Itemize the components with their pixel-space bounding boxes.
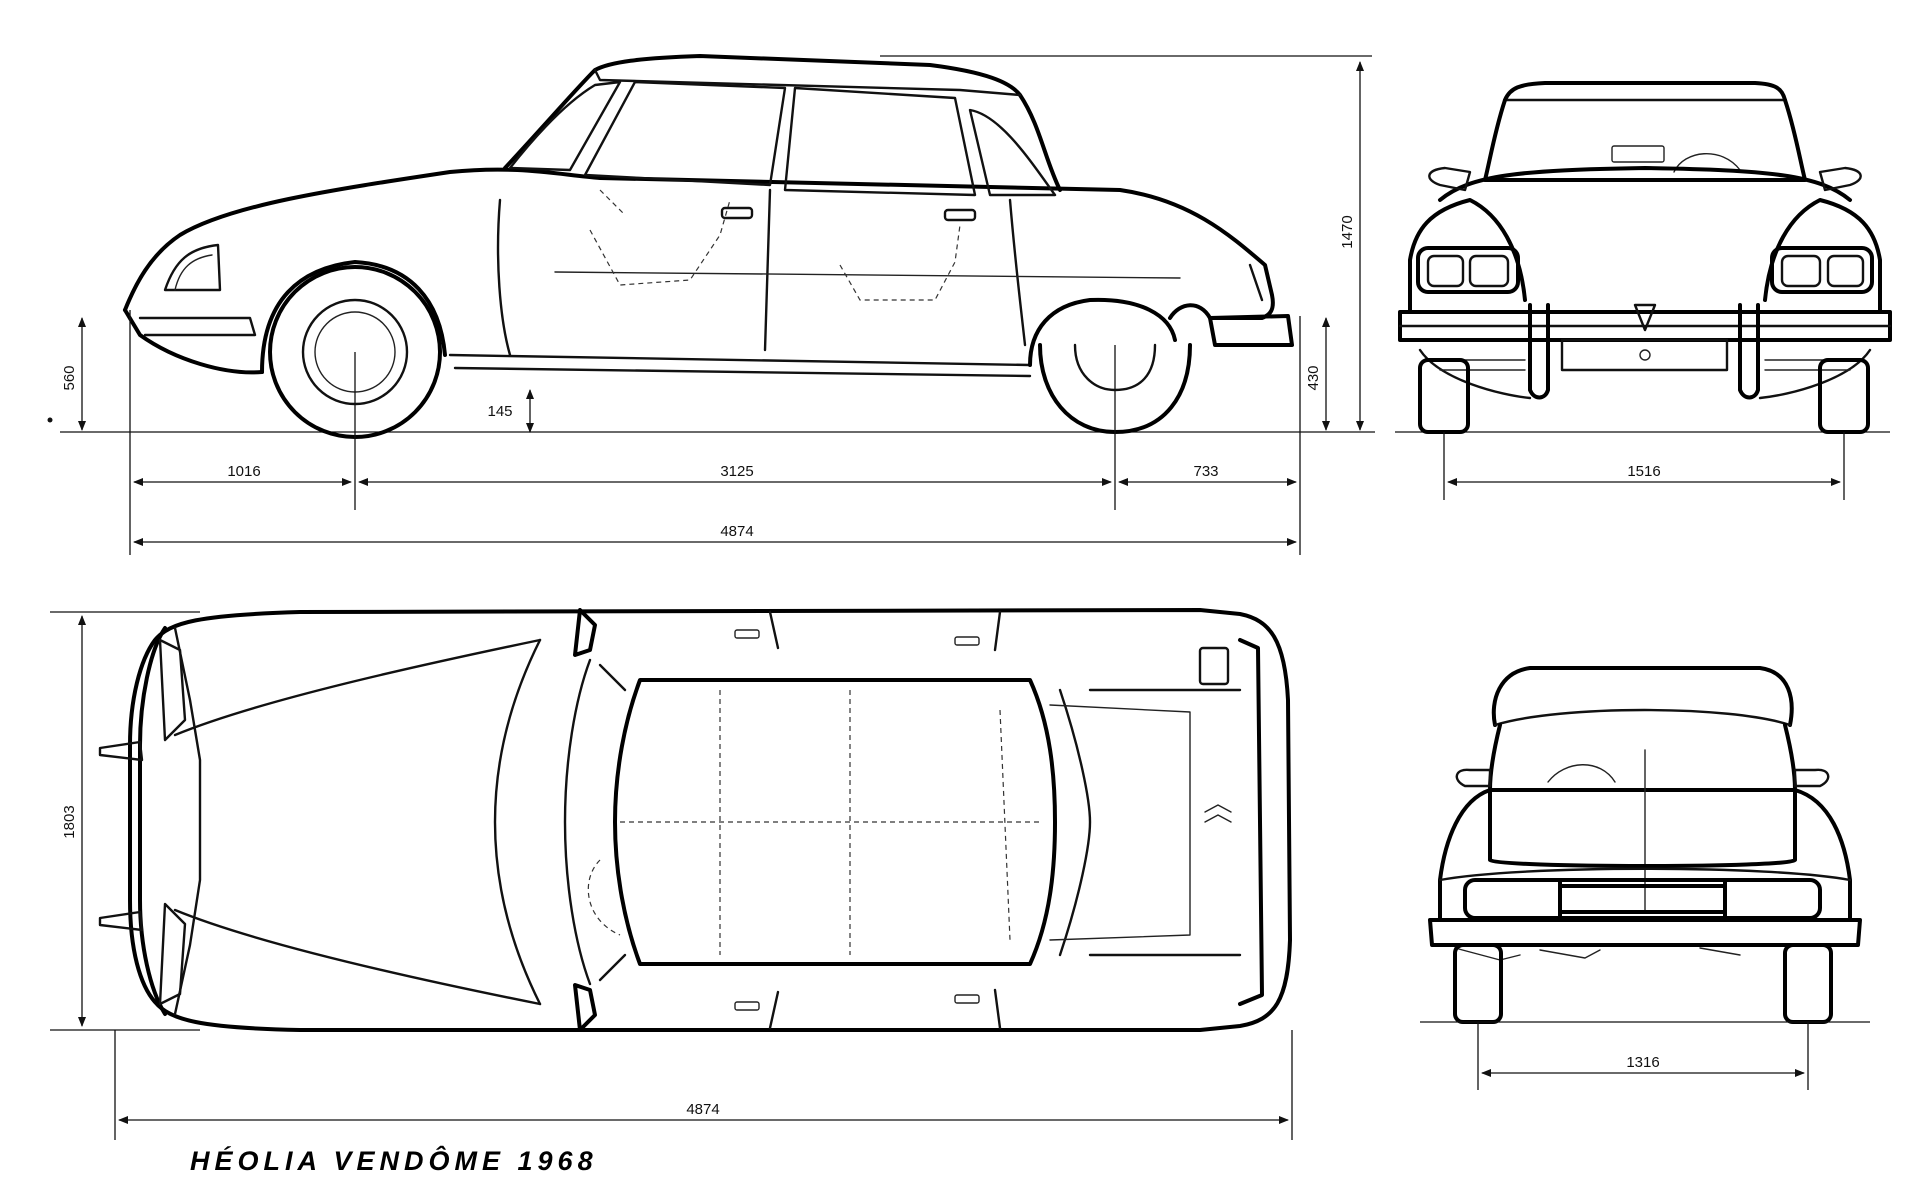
dim-rear-height: 430 xyxy=(1305,365,1322,390)
dim-rear-overhang: 733 xyxy=(1193,463,1218,480)
dim-rear-track: 1316 xyxy=(1626,1054,1659,1071)
dim-height: 1470 xyxy=(1339,215,1356,248)
front-view: 1516 xyxy=(1395,81,1892,500)
dim-front-track: 1516 xyxy=(1627,463,1660,480)
dim-length-top: 4874 xyxy=(686,1101,719,1118)
dim-front-height: 560 xyxy=(61,365,78,390)
dim-length-side: 4874 xyxy=(720,523,753,540)
dim-width: 1803 xyxy=(61,805,78,838)
dim-ground-clearance: 145 xyxy=(487,403,512,420)
top-view: 1803 4874 xyxy=(50,608,1293,1140)
dim-wheelbase: 3125 xyxy=(720,463,753,480)
rear-view: 1316 xyxy=(1420,666,1870,1090)
blueprint-title: HÉOLIA VENDÔME 1968 xyxy=(190,1146,598,1176)
side-view: 560 430 1470 145 1016 3125 733 4874 xyxy=(47,54,1375,555)
dim-front-overhang: 1016 xyxy=(227,463,260,480)
